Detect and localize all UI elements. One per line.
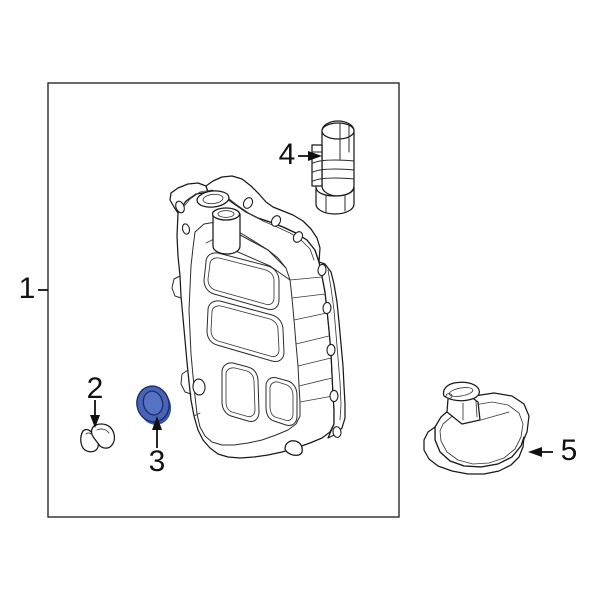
fluid-filter-part: [423, 381, 530, 475]
drain-plug-part: [311, 120, 355, 215]
callout-2: 2: [87, 372, 104, 428]
callout-5-label: 5: [561, 434, 578, 467]
callout-4-arrowhead: [308, 151, 322, 161]
retainer-clip-part: [80, 423, 116, 453]
assembly-group-box: [47, 82, 400, 518]
callout-3: 3: [149, 416, 166, 478]
callout-3-label: 3: [149, 445, 166, 478]
callout-4-label: 4: [279, 138, 296, 171]
callout-4: 4: [279, 138, 322, 171]
callout-3-arrowhead: [152, 416, 162, 430]
callout-5: 5: [528, 434, 577, 467]
oil-pan-part: [169, 175, 346, 459]
callout-1-label: 1: [19, 272, 36, 305]
callout-1: 1: [19, 272, 48, 305]
callout-5-arrowhead: [528, 447, 542, 457]
callout-2-label: 2: [87, 372, 104, 405]
seal-ring-part: [136, 385, 172, 425]
callout-2-arrowhead: [90, 415, 100, 428]
